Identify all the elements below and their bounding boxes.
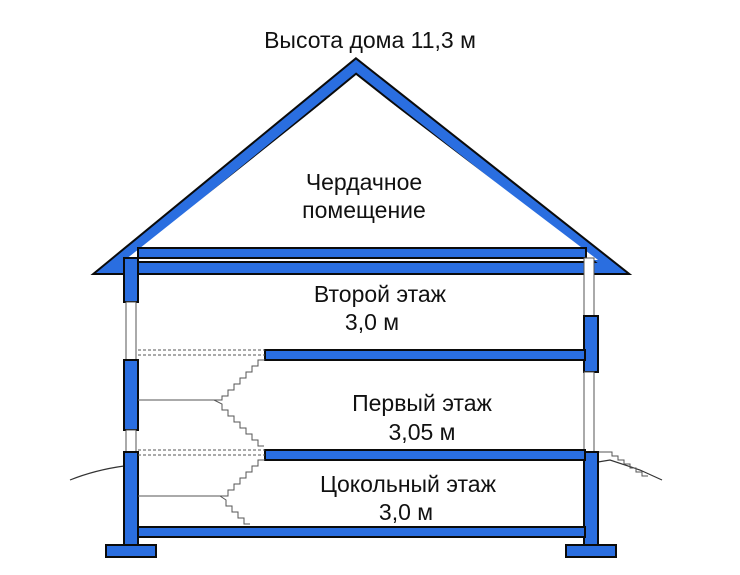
ground-line xyxy=(69,459,663,481)
left-wall xyxy=(123,257,139,546)
first-floor-label: Первый этаж xyxy=(352,390,492,416)
stair-opening-lines xyxy=(138,349,265,456)
interior-stairs-lower xyxy=(138,459,265,525)
attic-label-line1: Чердачное xyxy=(306,169,422,195)
interior-stairs-upper xyxy=(138,359,265,447)
diagram-title: Высота дома 11,3 м xyxy=(264,27,476,53)
attic-label-line2: помещение xyxy=(302,197,426,223)
left-wall-window-upper xyxy=(125,301,137,361)
attic-floor-slab xyxy=(137,247,587,259)
left-footing xyxy=(105,544,157,558)
right-wall xyxy=(583,257,599,546)
left-wall-window-lower xyxy=(125,429,137,453)
basement-label: Цокольный этаж xyxy=(320,471,497,497)
roof xyxy=(90,57,633,275)
first-floor-height: 3,05 м xyxy=(389,419,456,445)
exterior-steps xyxy=(598,451,648,477)
second-floor-label: Второй этаж xyxy=(314,281,447,307)
second-floor-slab xyxy=(264,349,586,361)
first-floor-slab xyxy=(264,449,586,461)
second-floor-height: 3,0 м xyxy=(345,309,399,335)
basement-floor-slab xyxy=(137,526,586,538)
basement-height: 3,0 м xyxy=(379,499,433,525)
right-footing xyxy=(565,544,617,558)
